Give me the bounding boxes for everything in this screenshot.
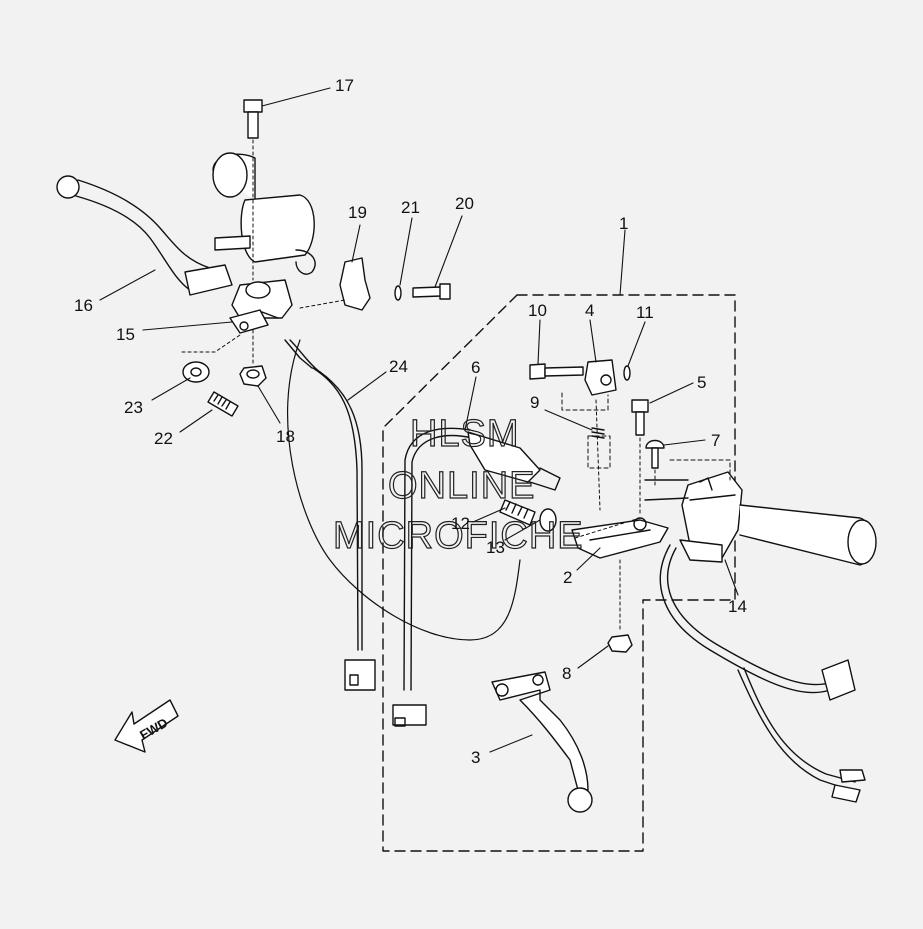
leader-16: [99, 269, 156, 301]
callout-14: 14: [728, 597, 747, 616]
bolt-10: [529, 363, 584, 380]
callout-22: 22: [154, 429, 173, 448]
guide-line-b: [669, 459, 731, 481]
leader-lines: [99, 87, 739, 753]
leader-20: [434, 215, 463, 288]
leader-9: [544, 409, 593, 431]
callout-17: 17: [335, 76, 354, 95]
callout-3: 3: [471, 748, 480, 767]
clutch-lever: [56, 175, 233, 296]
washer-21: [394, 285, 402, 301]
leader-10: [537, 319, 541, 365]
leader-23: [151, 377, 191, 401]
locknut-23: [181, 334, 241, 383]
leader-15: [142, 321, 233, 331]
nut-8: [607, 559, 633, 653]
brake-lever-3: [491, 671, 593, 813]
block-4: [584, 359, 617, 511]
callout-10: 10: [528, 301, 547, 320]
spring-9: [587, 427, 611, 469]
clamp-19: [299, 257, 371, 311]
callout-16: 16: [74, 296, 93, 315]
callout-23: 23: [124, 398, 143, 417]
screw-5: [631, 399, 649, 516]
leader-17: [261, 87, 331, 107]
callout-13: 13: [486, 538, 505, 557]
callout-2: 2: [563, 568, 572, 587]
callout-24: 24: [389, 357, 408, 376]
assembly-1-dashed-outline: [382, 294, 736, 852]
screw-7: [645, 439, 665, 486]
watermark-line-3: MICROFICHE: [333, 515, 584, 557]
callout-labels: 1 2 3 4 5 6 7 8 9 10 11 12 13 14 15 16 1…: [74, 76, 747, 767]
leader-11: [627, 321, 646, 367]
callout-6: 6: [471, 358, 480, 377]
switch-cable-6: [392, 427, 561, 727]
leader-13: [504, 519, 541, 541]
callout-8: 8: [562, 664, 571, 683]
callout-7: 7: [711, 431, 720, 450]
leader-5: [649, 382, 694, 404]
lever-holder: [212, 152, 316, 319]
leader-19: [351, 224, 361, 263]
callout-9: 9: [530, 393, 539, 412]
leader-12: [472, 507, 506, 523]
leader-4: [589, 319, 597, 363]
leader-24: [347, 371, 387, 401]
callout-12: 12: [451, 514, 470, 533]
fwd-direction-arrow: [114, 699, 179, 753]
guide-line-a: [561, 392, 609, 411]
washer-11: [623, 365, 631, 381]
screw-12: [499, 499, 536, 526]
leader-6: [464, 376, 477, 431]
leader-21: [399, 217, 413, 286]
bolt-20: [412, 283, 451, 300]
leader-8: [577, 645, 609, 669]
leader-7: [663, 439, 706, 446]
callout-4: 4: [585, 301, 594, 320]
leader-3: [489, 734, 533, 753]
callout-21: 21: [401, 198, 420, 217]
callout-18: 18: [276, 427, 295, 446]
callout-5: 5: [697, 373, 706, 392]
callout-19: 19: [348, 203, 367, 222]
callout-1: 1: [619, 214, 628, 233]
leader-2: [576, 547, 601, 571]
watermark: HLSM ONLINE MICROFICHE: [332, 412, 584, 557]
handlebar-switch-14: [644, 471, 877, 803]
bolt-17: [243, 99, 263, 281]
leader-14: [724, 559, 739, 596]
watermark-line-2: ONLINE: [388, 465, 535, 507]
leader-1: [619, 229, 626, 296]
leader-18: [257, 385, 281, 424]
callout-11: 11: [636, 303, 654, 322]
watermark-line-1: HLSM: [410, 413, 520, 455]
holder-2: [571, 517, 669, 559]
callout-20: 20: [455, 194, 474, 213]
screw-22: [207, 391, 239, 417]
callout-15: 15: [116, 325, 135, 344]
leader-22: [179, 409, 213, 433]
adjuster-15: [229, 309, 279, 334]
clutch-cable-24: [284, 339, 521, 691]
nut-18: [239, 329, 267, 387]
